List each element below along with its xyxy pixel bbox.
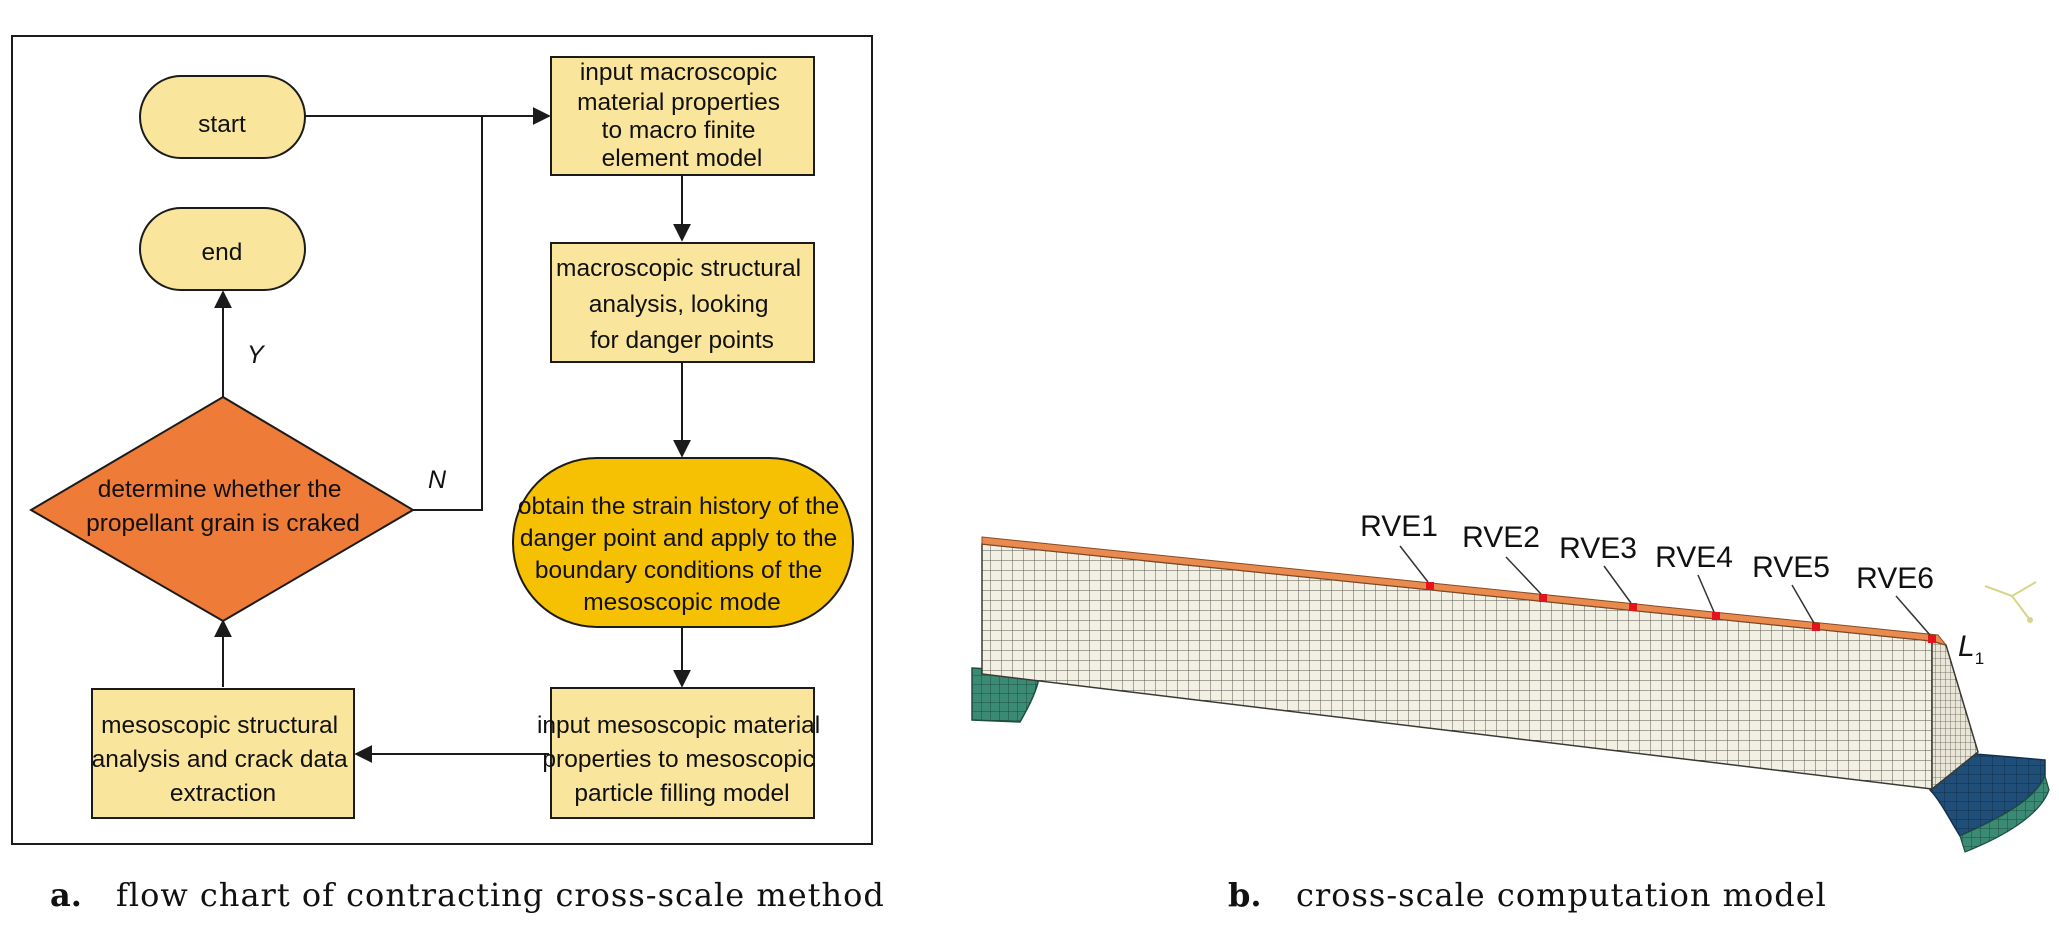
end-terminal (139, 207, 306, 291)
start-label: start (198, 111, 246, 138)
caption-a-letter: a. (50, 876, 82, 914)
coordinate-triad-icon (1984, 581, 2037, 623)
length-label: L1 (1958, 630, 1984, 668)
flowchart-frame (11, 35, 873, 845)
macro-analysis-box (550, 242, 815, 363)
rve2-label: RVE2 (1462, 521, 1540, 554)
caption-b-text: cross-scale computation model (1296, 876, 1827, 914)
flowchart-panel: Y N start end input macroscopic material… (11, 35, 873, 845)
right-support-lower (1959, 774, 2050, 853)
beam-top-strip (981, 536, 1948, 646)
end-label: end (202, 239, 243, 266)
rve3-label: RVE3 (1559, 532, 1637, 565)
model-panel: RVE1 RVE2 RVE3 RVE4 RVE5 RVE6 L1 (971, 510, 2050, 853)
rve5-marker (1812, 623, 1820, 631)
edge-label-yes: Y (247, 341, 266, 369)
rve6-label: RVE6 (1856, 562, 1934, 595)
rve3-marker (1629, 603, 1637, 611)
strain-history-label: obtain the strain history of the danger … (518, 493, 846, 616)
strain-history-terminal (512, 457, 854, 628)
rve1-marker (1426, 582, 1434, 590)
rve1-label: RVE1 (1360, 510, 1438, 543)
input-macro-label: input macroscopic material properties to… (577, 59, 787, 172)
meso-analysis-label: mesoscopic structural analysis and crack… (92, 712, 355, 807)
rve-markers (1426, 582, 1936, 643)
input-meso-box (550, 687, 815, 819)
caption-b: b. cross-scale computation model (1228, 876, 1827, 914)
macro-analysis-label: macroscopic structural analysis, looking… (556, 255, 808, 354)
start-terminal (139, 75, 306, 159)
caption-a-text: flow chart of contracting cross-scale me… (116, 876, 885, 914)
rve6-marker (1928, 635, 1936, 643)
rve4-label: RVE4 (1655, 541, 1733, 574)
arrow-no-loop (413, 116, 483, 511)
meso-analysis-box (91, 688, 355, 819)
length-label-subscript: 1 (1975, 649, 1984, 668)
caption-b-letter: b. (1228, 876, 1262, 914)
caption-a: a. flow chart of contracting cross-scale… (50, 876, 885, 914)
decision-diamond (29, 395, 415, 623)
rve2-marker (1539, 594, 1547, 602)
decision-label: determine whether the propellant grain i… (86, 476, 360, 537)
edge-label-no: N (428, 466, 447, 494)
rve4-marker (1712, 612, 1720, 620)
input-macro-box (550, 56, 815, 176)
rve-leaders (1399, 545, 1931, 636)
input-meso-label: input mesoscopic material properties to … (537, 712, 827, 807)
flowchart-connectors (214, 107, 691, 763)
rve5-label: RVE5 (1752, 551, 1830, 584)
